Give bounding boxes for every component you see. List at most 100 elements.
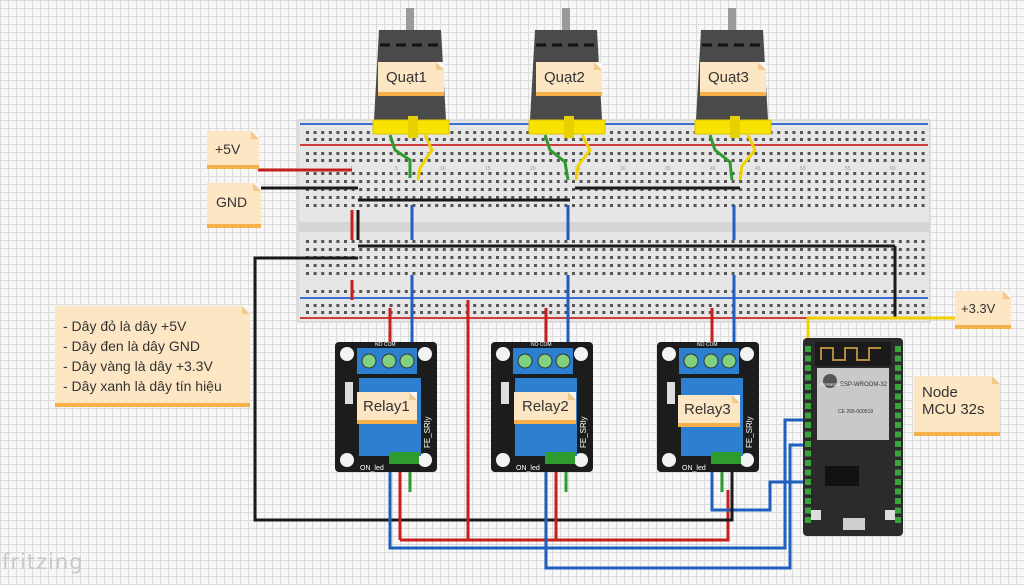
esp32-pin[interactable] <box>805 412 811 419</box>
breadboard-hole <box>336 204 340 207</box>
esp32-pin[interactable] <box>805 507 811 514</box>
breadboard-hole <box>815 152 819 155</box>
esp32-pin[interactable] <box>895 374 901 381</box>
esp32-pin[interactable] <box>805 393 811 400</box>
breadboard-hole <box>344 138 347 141</box>
esp32-pin[interactable] <box>805 365 811 371</box>
note-gnd: GND <box>207 183 261 228</box>
breadboard-hole <box>427 264 431 267</box>
breadboard-hole <box>412 304 416 307</box>
breadboard-hole <box>868 204 872 207</box>
mount-hole <box>740 347 754 361</box>
breadboard-hole <box>708 152 712 155</box>
esp32-pin[interactable] <box>895 479 901 485</box>
esp32-pin[interactable] <box>805 346 811 352</box>
esp32-pin[interactable] <box>805 469 811 476</box>
breadboard-hole <box>731 159 735 162</box>
breadboard-hole <box>898 188 902 191</box>
esp32-pin[interactable] <box>805 403 811 409</box>
breadboard-hole <box>366 131 370 134</box>
esp32-pin[interactable] <box>805 488 811 495</box>
relay-2-side-text: FE_SRly <box>579 416 588 448</box>
esp32-pin[interactable] <box>895 488 901 495</box>
breadboard-hole <box>678 152 682 155</box>
breadboard-hole <box>389 204 393 207</box>
breadboard-hole <box>480 304 484 307</box>
breadboard-hole <box>891 204 895 207</box>
esp32-pin[interactable] <box>895 346 901 352</box>
esp32-pin[interactable] <box>895 498 901 504</box>
breadboard-hole <box>518 152 522 155</box>
esp32-pin[interactable] <box>895 441 901 447</box>
breadboard-hole <box>784 152 788 155</box>
breadboard-hole <box>518 304 522 307</box>
breadboard-hole <box>397 240 401 243</box>
breadboard-hole <box>686 159 689 162</box>
esp32-pin[interactable] <box>895 517 901 523</box>
breadboard-hole <box>784 196 788 199</box>
breadboard-hole <box>465 204 469 207</box>
breadboard-hole <box>853 248 857 251</box>
breadboard-hole <box>670 272 674 275</box>
esp32-pin[interactable] <box>895 469 901 476</box>
esp32-pin[interactable] <box>895 403 901 409</box>
breadboard-hole <box>883 256 887 259</box>
esp32-pin[interactable] <box>805 422 811 428</box>
breadboard-hole <box>541 172 545 175</box>
breadboard-hole <box>480 240 484 243</box>
breadboard-hole <box>549 304 553 307</box>
en-button[interactable] <box>885 510 895 520</box>
breadboard-hole <box>617 264 621 267</box>
esp32-pin[interactable] <box>805 498 811 504</box>
breadboard-hole <box>868 311 872 314</box>
esp32-pin[interactable] <box>805 384 811 390</box>
breadboard-hole <box>427 180 431 183</box>
esp32-pin[interactable] <box>805 517 811 523</box>
breadboard-hole <box>496 196 499 199</box>
esp32-pin[interactable] <box>805 374 811 381</box>
esp32-pin[interactable] <box>895 355 901 362</box>
breadboard-hole <box>328 180 332 183</box>
breadboard-hole <box>488 138 492 141</box>
boot-button[interactable] <box>811 510 821 520</box>
breadboard-hole <box>435 172 439 175</box>
esp32-pin[interactable] <box>895 422 901 428</box>
esp32-pin[interactable] <box>895 384 901 390</box>
breadboard-hole <box>435 256 439 259</box>
breadboard-hole <box>382 240 385 243</box>
breadboard-hole <box>534 180 537 183</box>
breadboard-hole <box>838 304 841 307</box>
esp32-pin[interactable] <box>805 355 811 362</box>
breadboard-hole <box>921 256 925 259</box>
esp32-pin[interactable] <box>805 450 811 457</box>
breadboard-hole <box>625 240 629 243</box>
esp32-pin[interactable] <box>805 441 811 447</box>
esp32-pin[interactable] <box>895 393 901 400</box>
esp32-pin[interactable] <box>805 479 811 485</box>
breadboard-hole <box>838 131 841 134</box>
breadboard-hole <box>427 159 431 162</box>
esp32-pin[interactable] <box>895 412 901 419</box>
esp32-pin[interactable] <box>895 507 901 514</box>
esp32-board[interactable] <box>803 338 903 536</box>
breadboard-hole <box>602 138 606 141</box>
breadboard-hole <box>731 180 735 183</box>
breadboard-hole <box>556 272 560 275</box>
esp32-pin[interactable] <box>805 460 811 466</box>
esp32-pin[interactable] <box>895 365 901 371</box>
note-mcu-line-2: MCU 32s <box>922 401 985 418</box>
breadboard-hole <box>663 248 667 251</box>
breadboard-hole <box>473 311 477 314</box>
breadboard-hole <box>724 240 727 243</box>
breadboard-hole <box>480 248 484 251</box>
breadboard-hole <box>458 180 461 183</box>
esp32-pin[interactable] <box>805 431 811 438</box>
breadboard-hole <box>366 188 370 191</box>
esp32-pin[interactable] <box>895 431 901 438</box>
breadboard-hole <box>572 311 575 314</box>
breadboard-hole <box>579 152 583 155</box>
esp32-pin[interactable] <box>895 450 901 457</box>
breadboard-hole <box>898 204 902 207</box>
breadboard-hole <box>496 256 499 259</box>
esp32-pin[interactable] <box>895 460 901 466</box>
